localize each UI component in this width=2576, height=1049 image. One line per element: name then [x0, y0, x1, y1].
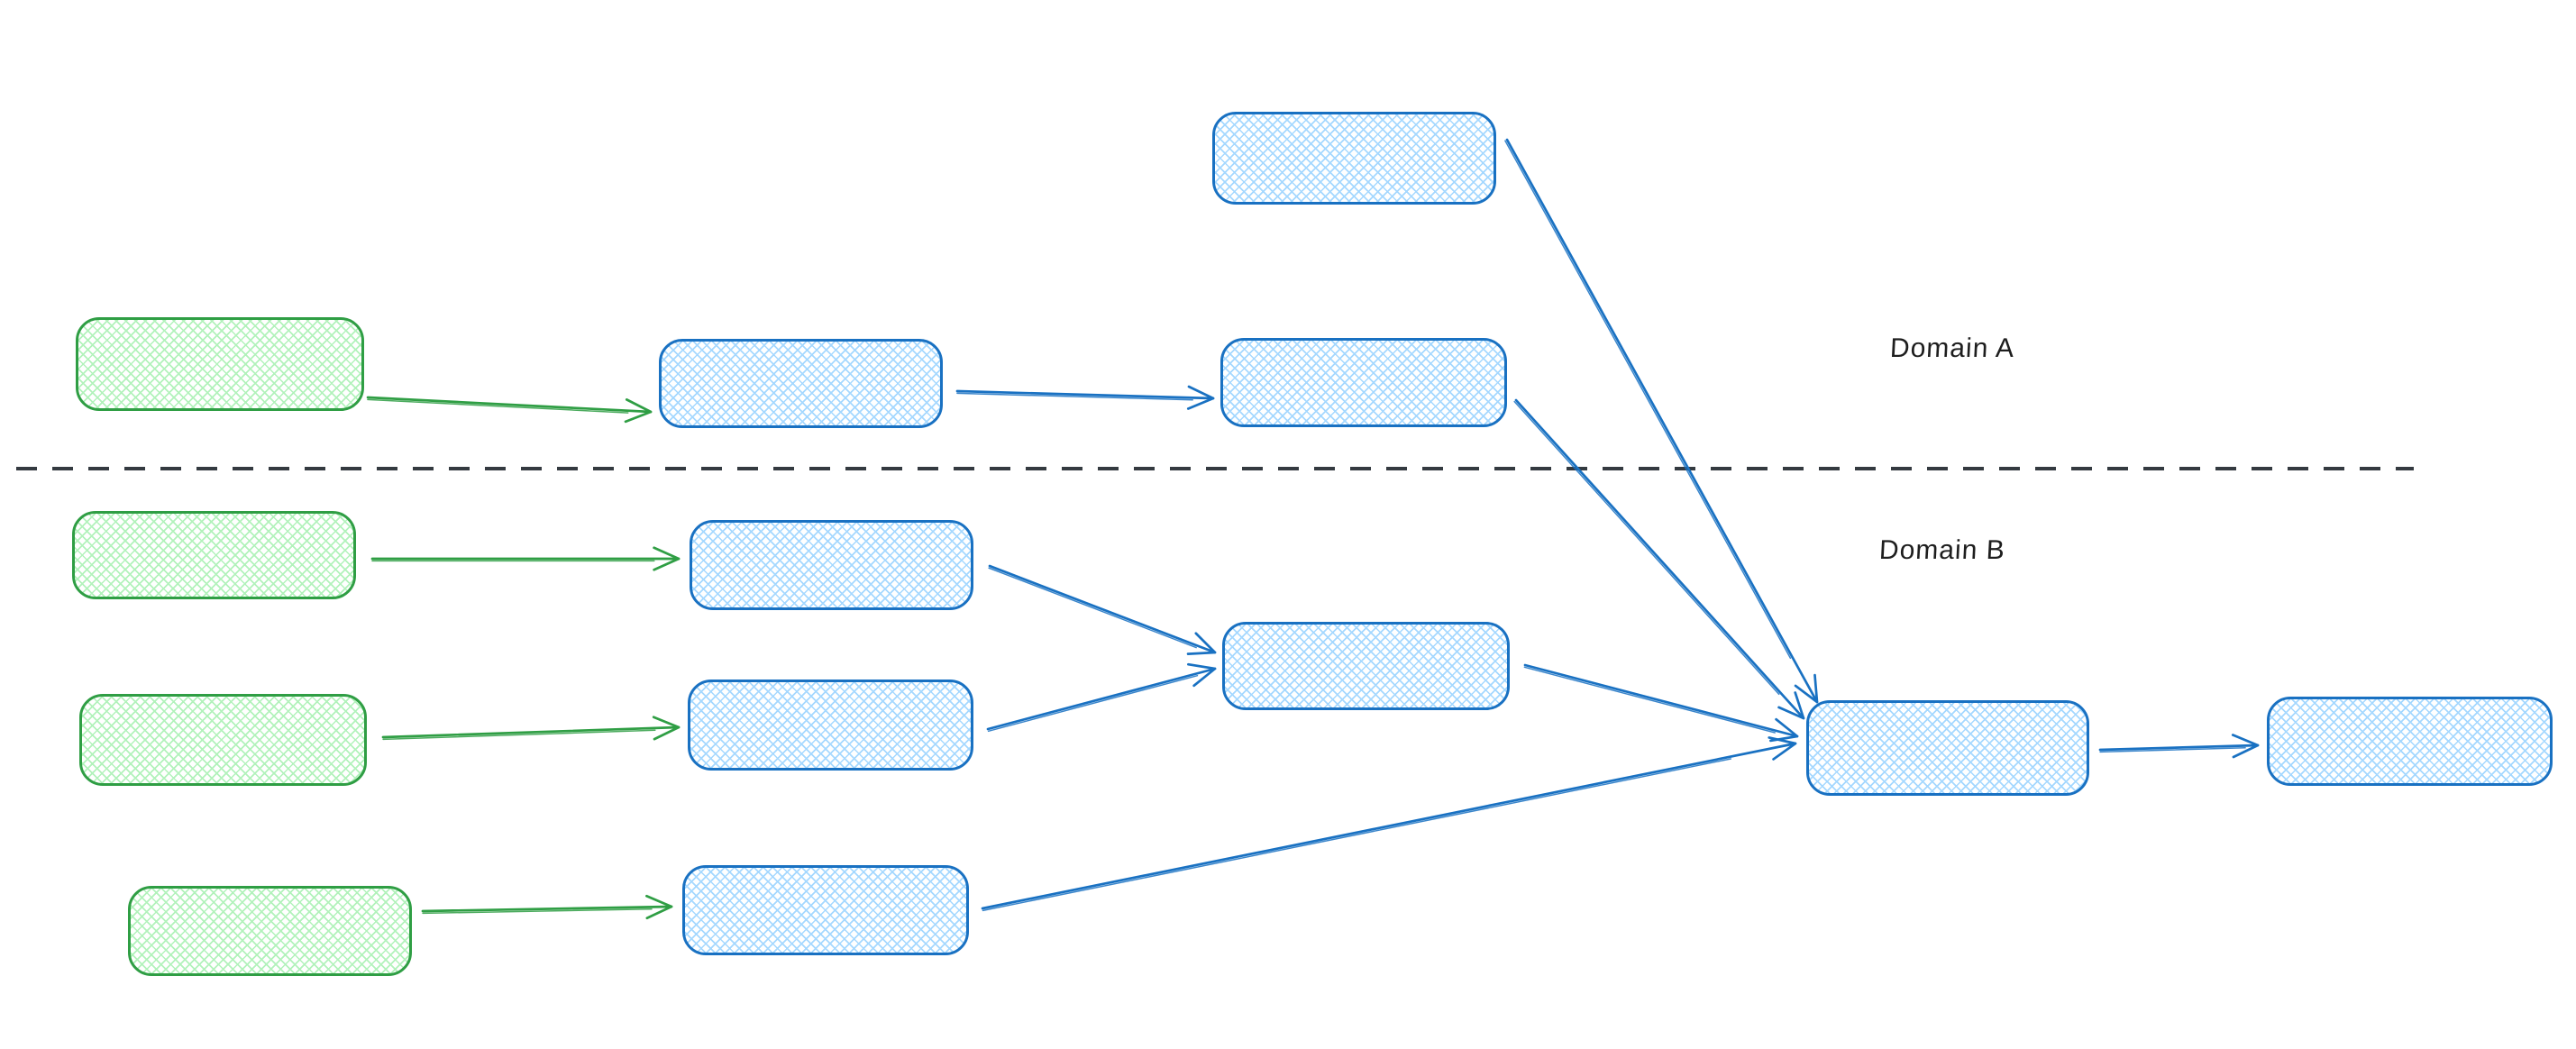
- arrow-c-d[interactable]: [2098, 734, 2260, 759]
- node-aggregator-blue[interactable]: [1806, 700, 2089, 796]
- arrow-b4-m[interactable]: [986, 662, 1217, 733]
- node-process-blue-a2[interactable]: [1220, 338, 1507, 427]
- arrow-g3-b4[interactable]: [381, 716, 681, 741]
- label-domain-b[interactable]: Domain B: [1878, 535, 2006, 565]
- node-merge-blue-b[interactable]: [1222, 622, 1510, 710]
- arrow-g1-b1[interactable]: [366, 396, 653, 424]
- node-process-blue-b2[interactable]: [688, 680, 973, 771]
- node-source-green-b1[interactable]: [72, 511, 356, 599]
- arrow-g2-b3[interactable]: [370, 546, 681, 571]
- node-input-blue-top[interactable]: [1212, 112, 1496, 205]
- node-source-green-b2[interactable]: [79, 694, 367, 786]
- arrow-b3-m[interactable]: [988, 564, 1217, 655]
- label-domain-a[interactable]: Domain A: [1889, 333, 2015, 363]
- node-process-blue-a1[interactable]: [659, 339, 943, 428]
- node-source-green-b3[interactable]: [128, 886, 412, 976]
- arrow-b5-c[interactable]: [981, 736, 1797, 912]
- arrow-a1-c[interactable]: [1504, 138, 1819, 704]
- arrow-m-c[interactable]: [1523, 663, 1799, 743]
- arrow-b2-c[interactable]: [1513, 398, 1805, 720]
- node-source-green-domain-a[interactable]: [76, 317, 364, 411]
- node-process-blue-b1[interactable]: [690, 520, 973, 610]
- arrow-b1-b2[interactable]: [955, 385, 1215, 410]
- node-output-blue[interactable]: [2267, 697, 2553, 786]
- arrow-g4-b5[interactable]: [421, 894, 673, 920]
- node-process-blue-b3[interactable]: [682, 865, 969, 955]
